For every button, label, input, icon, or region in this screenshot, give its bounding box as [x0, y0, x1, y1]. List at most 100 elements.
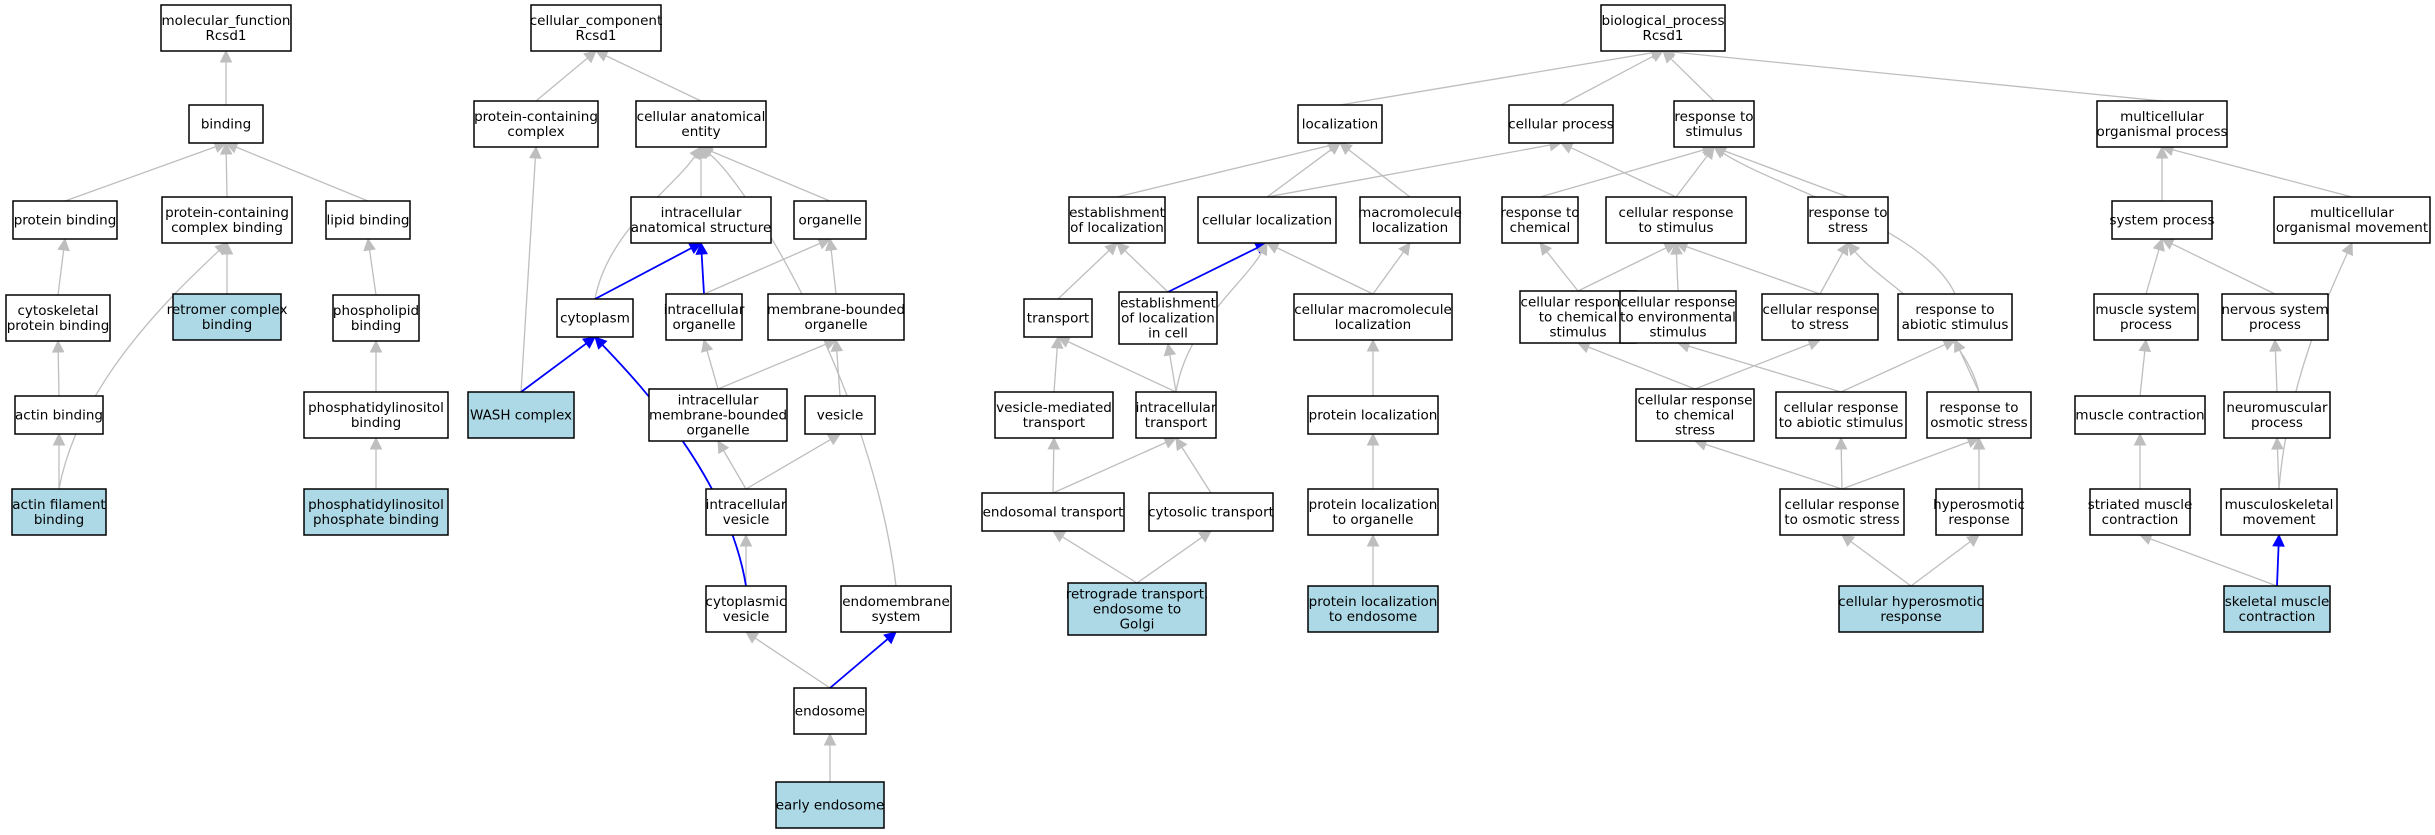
term-box — [1807, 196, 1889, 244]
term-label-line: intracellular — [664, 302, 745, 318]
edge-ict-to-est_loc_cell — [1163, 342, 1177, 393]
term-node-cyto_trans[interactable]: cytosolic transport — [1148, 492, 1274, 532]
term-node-lipid_binding[interactable]: lipid binding — [325, 200, 411, 240]
edge-chyper-to-hyperosm — [1910, 534, 1980, 587]
edge-resp_chem-to-resp_stim — [1539, 144, 1716, 198]
term-label-line: system — [872, 609, 921, 625]
edge-cyto_trans-to-ict — [1175, 437, 1212, 494]
edge-line — [594, 247, 692, 300]
term-node-mcontr[interactable]: muscle contraction — [2074, 395, 2206, 435]
edge-transport-to-est_loc — [1057, 242, 1118, 300]
edge-line — [1546, 251, 1579, 292]
term-label-line: chemical — [1510, 220, 1571, 236]
term-node-localization[interactable]: localization — [1297, 104, 1383, 144]
term-box — [793, 687, 867, 735]
term-node-endosome[interactable]: endosome — [793, 687, 867, 735]
term-label-line: establishment — [1120, 296, 1216, 312]
term-label-line: Rcsd1 — [576, 28, 617, 44]
term-node-endo_trans[interactable]: endosomal transport — [981, 492, 1125, 532]
term-node-vesicle[interactable]: vesicle — [804, 395, 876, 435]
term-node-protein_binding[interactable]: protein binding — [12, 200, 118, 240]
term-label-line: entity — [681, 124, 720, 140]
term-node-sysproc[interactable]: system process — [2110, 200, 2215, 240]
edge-arrowhead — [1539, 242, 1553, 256]
term-node-organelle[interactable]: organelle — [793, 200, 867, 240]
term-label-line: vesicle — [723, 609, 770, 625]
edge-smc-to-mcontr — [2133, 432, 2147, 489]
term-box — [767, 293, 905, 341]
edge-line — [2274, 350, 2278, 393]
edge-arrowhead — [2272, 533, 2285, 547]
edge-cresp_stress-to-cresp_stim — [1674, 240, 1821, 295]
term-node-prot_loc[interactable]: protein localization — [1307, 395, 1439, 435]
term-label-line: cellular process — [1508, 117, 1614, 133]
edge-line — [1910, 541, 1971, 587]
term-node-transport[interactable]: transport — [1023, 298, 1093, 338]
term-node-cproc[interactable]: cellular process — [1508, 104, 1614, 144]
term-box — [840, 585, 952, 633]
edge-line — [1959, 349, 1980, 393]
edge-wash-to-cytoplasm — [520, 336, 596, 393]
term-node-cytoplasm[interactable]: cytoplasm — [556, 298, 634, 338]
edge-line — [1588, 346, 1696, 390]
term-node-actin_binding[interactable]: actin binding — [14, 395, 104, 435]
term-node-binding[interactable]: binding — [188, 104, 264, 144]
term-node-early_endo[interactable]: early endosome — [775, 781, 885, 829]
term-label-line: endomembrane — [842, 594, 950, 610]
term-node-cell_loc[interactable]: cellular localization — [1197, 196, 1337, 244]
edge-ivesicle-to-vesicle — [745, 433, 841, 490]
term-node-wash[interactable]: WASH complex — [467, 391, 575, 439]
